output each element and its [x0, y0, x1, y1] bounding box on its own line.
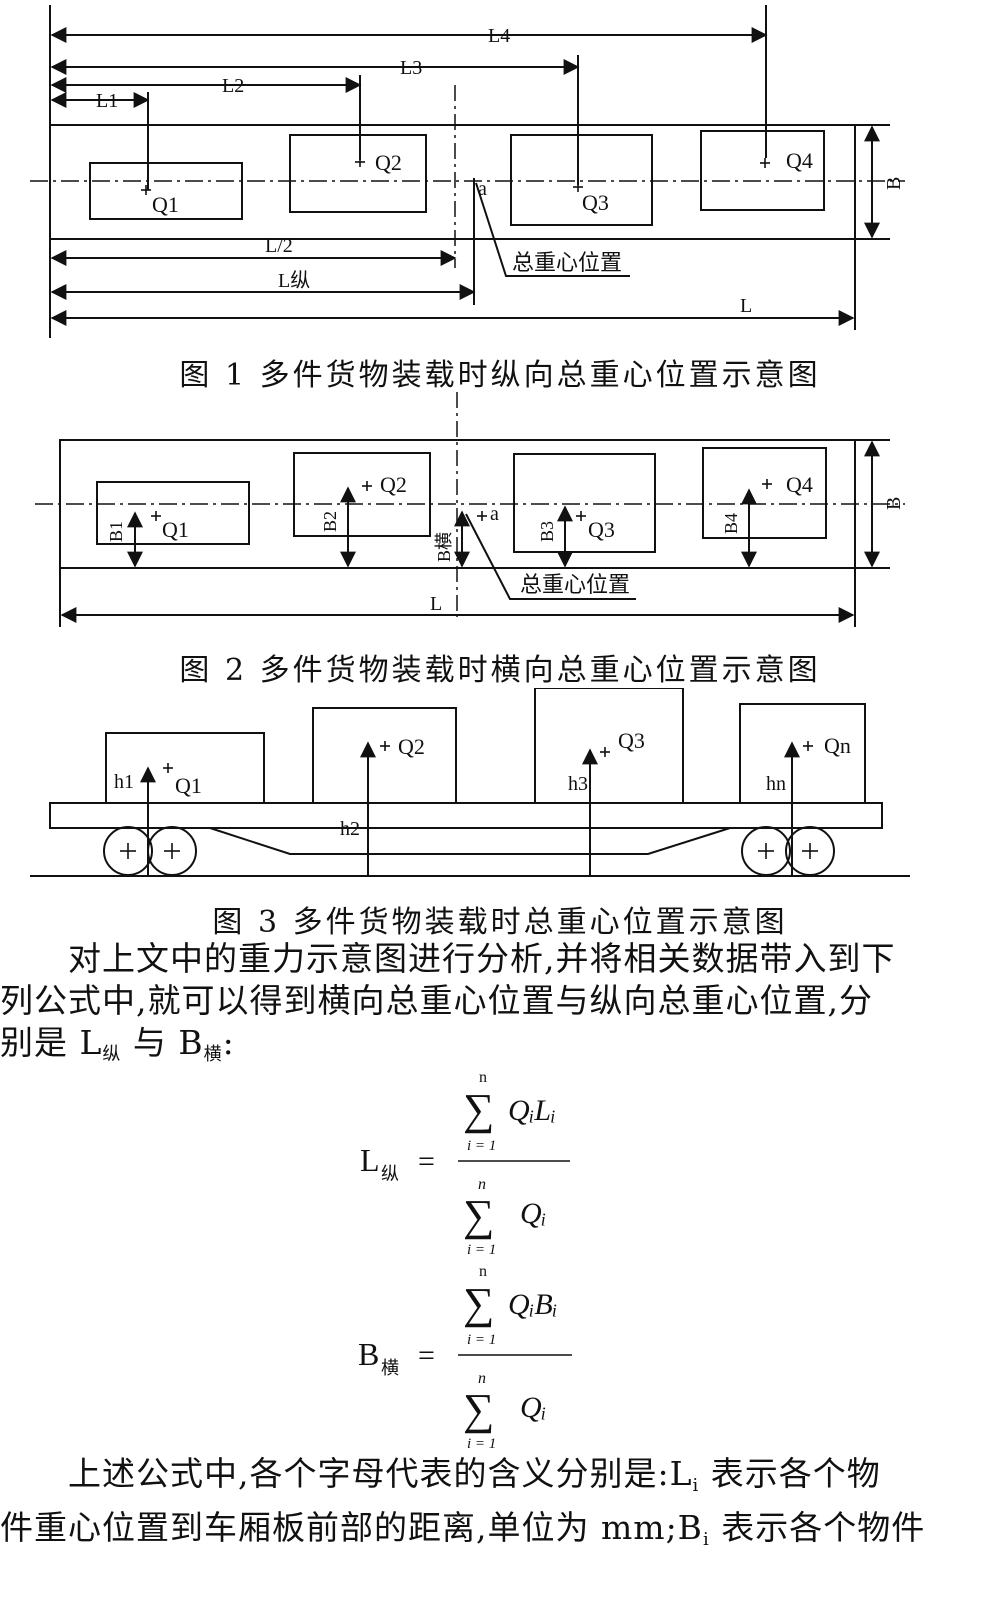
dim-b3: B3: [537, 521, 557, 542]
num-term: QᵢBᵢ: [508, 1288, 557, 1321]
den-sum-top: n: [478, 1370, 486, 1387]
text-part: 上述公式中,各个字母代表的含义分别是:L: [68, 1454, 693, 1493]
dim-lhalf: L/2: [265, 235, 293, 257]
den-term: Qᵢ: [520, 1197, 546, 1230]
sum-bottom: i = 1: [467, 1138, 496, 1154]
sum-bottom: i = 1: [467, 1332, 496, 1348]
dim-b4: B4: [721, 513, 741, 534]
formula-lhs-sub: 横: [381, 1358, 399, 1378]
point-a: a: [490, 503, 499, 525]
load-q3: Q3: [618, 728, 645, 753]
figure-1-caption: 图 1 多件货物装载时纵向总重心位置示意图: [179, 358, 821, 393]
dim-b: B: [883, 497, 905, 510]
text-part: 件重心位置到车厢板前部的距离,单位为 mm;B: [0, 1508, 703, 1547]
load-q1: Q1: [162, 517, 189, 542]
dim-bheng: B横: [434, 532, 454, 562]
subscript-heng: 横: [203, 1044, 223, 1065]
sum-top: n: [479, 1069, 487, 1086]
num-term: QᵢLᵢ: [508, 1094, 556, 1127]
den-sum-bottom: i = 1: [467, 1436, 496, 1452]
den-sum-top: n: [478, 1176, 486, 1193]
load-q3: Q3: [582, 190, 609, 215]
dim-l: L: [740, 295, 752, 317]
load-q2: Q2: [375, 150, 402, 175]
subscript-i: i: [692, 1475, 700, 1496]
den-term: Qᵢ: [520, 1391, 546, 1424]
dim-b: B: [883, 177, 905, 190]
formula-lhs: L: [360, 1142, 380, 1178]
text-b: 与 B: [132, 1023, 204, 1062]
load-q2: Q2: [380, 472, 407, 497]
den-sum-bottom: i = 1: [467, 1242, 496, 1258]
figure-3-overall-cg: Q1 Q2 Q3 Qn h1 h2 h3 hn: [30, 688, 910, 877]
load-q3: Q3: [588, 517, 615, 542]
formula-eq: =: [418, 1145, 435, 1178]
load-q4: Q4: [786, 148, 813, 173]
subscript-i: i: [702, 1529, 710, 1550]
formula-lhs-sub: 纵: [381, 1164, 399, 1184]
text-part: 表示各个物: [699, 1454, 881, 1493]
height-h3: h3: [568, 773, 588, 795]
formula-lhs: B: [358, 1336, 379, 1372]
dim-l3: L3: [400, 57, 422, 79]
load-q1: Q1: [175, 773, 202, 798]
paragraph-2-line-2: 件重心位置到车厢板前部的距离,单位为 mm;Bi 表示各个物件: [0, 1507, 1000, 1561]
dim-l: L: [430, 593, 442, 615]
paragraph-2: 上述公式中,各个字母代表的含义分别是:Li 表示各个物 件重心位置到车厢板前部的…: [0, 1453, 1000, 1561]
sum-top: n: [479, 1263, 487, 1280]
sigma-den: ∑: [463, 1191, 494, 1240]
dim-lzong: L纵: [278, 269, 310, 292]
dim-b1: B1: [106, 521, 126, 542]
dim-b2: B2: [320, 511, 340, 532]
figure-2-caption: 图 2 多件货物装载时横向总重心位置示意图: [179, 653, 821, 688]
dim-l4: L4: [488, 25, 510, 47]
paragraph-1-line-3: 别是 L纵 与 B横:: [0, 1022, 1000, 1076]
point-a: a: [478, 178, 487, 200]
load-q4: Q4: [786, 472, 813, 497]
figure-1-longitudinal-cg: L4 L3 L2 L1 Q1 Q2 Q3 Q4 a 总重心位置 L/2 L纵 L…: [30, 5, 905, 338]
dim-l1: L1: [96, 90, 118, 112]
height-hn: hn: [766, 773, 786, 795]
text-l: 别是 L: [0, 1023, 103, 1062]
paragraph-1-line-2: 列公式中,就可以得到横向总重心位置与纵向总重心位置,分: [0, 981, 873, 1020]
height-h2: h2: [340, 818, 360, 840]
cg-label: 总重心位置: [520, 572, 630, 597]
load-q1: Q1: [152, 192, 179, 217]
figure-3-caption: 图 3 多件货物装载时总重心位置示意图: [212, 905, 788, 940]
sigma-num: ∑: [463, 1085, 494, 1134]
load-qn: Qn: [824, 733, 851, 758]
load-q2: Q2: [398, 734, 425, 759]
dim-l2: L2: [222, 75, 244, 97]
cg-label: 总重心位置: [512, 250, 622, 275]
text-part: 表示各个物件: [709, 1508, 926, 1547]
formula-l-zong: L 纵 = n ∑ i = 1 QᵢLᵢ n ∑ i = 1 Qᵢ: [360, 1069, 570, 1258]
subscript-zong: 纵: [102, 1044, 122, 1065]
paragraph-1: 对上文中的重力示意图进行分析,并将相关数据带入到下 列公式中,就可以得到横向总重…: [0, 938, 1000, 1076]
formula-b-heng: B 横 = n ∑ i = 1 QᵢBᵢ n ∑ i = 1 Qᵢ: [358, 1263, 572, 1452]
paragraph-2-line-1: 上述公式中,各个字母代表的含义分别是:Li 表示各个物: [0, 1453, 1000, 1507]
text-colon: :: [222, 1023, 235, 1062]
sigma-den: ∑: [463, 1385, 494, 1434]
sigma-num: ∑: [463, 1279, 494, 1328]
height-h1: h1: [114, 771, 134, 793]
figure-2-transverse-cg: Q1 Q2 Q3 Q4 a 总重心位置 L B1 B2 B3 B4 B横 B: [35, 392, 905, 627]
paragraph-1-line-1: 对上文中的重力示意图进行分析,并将相关数据带入到下: [68, 939, 896, 978]
formula-eq: =: [418, 1339, 435, 1372]
